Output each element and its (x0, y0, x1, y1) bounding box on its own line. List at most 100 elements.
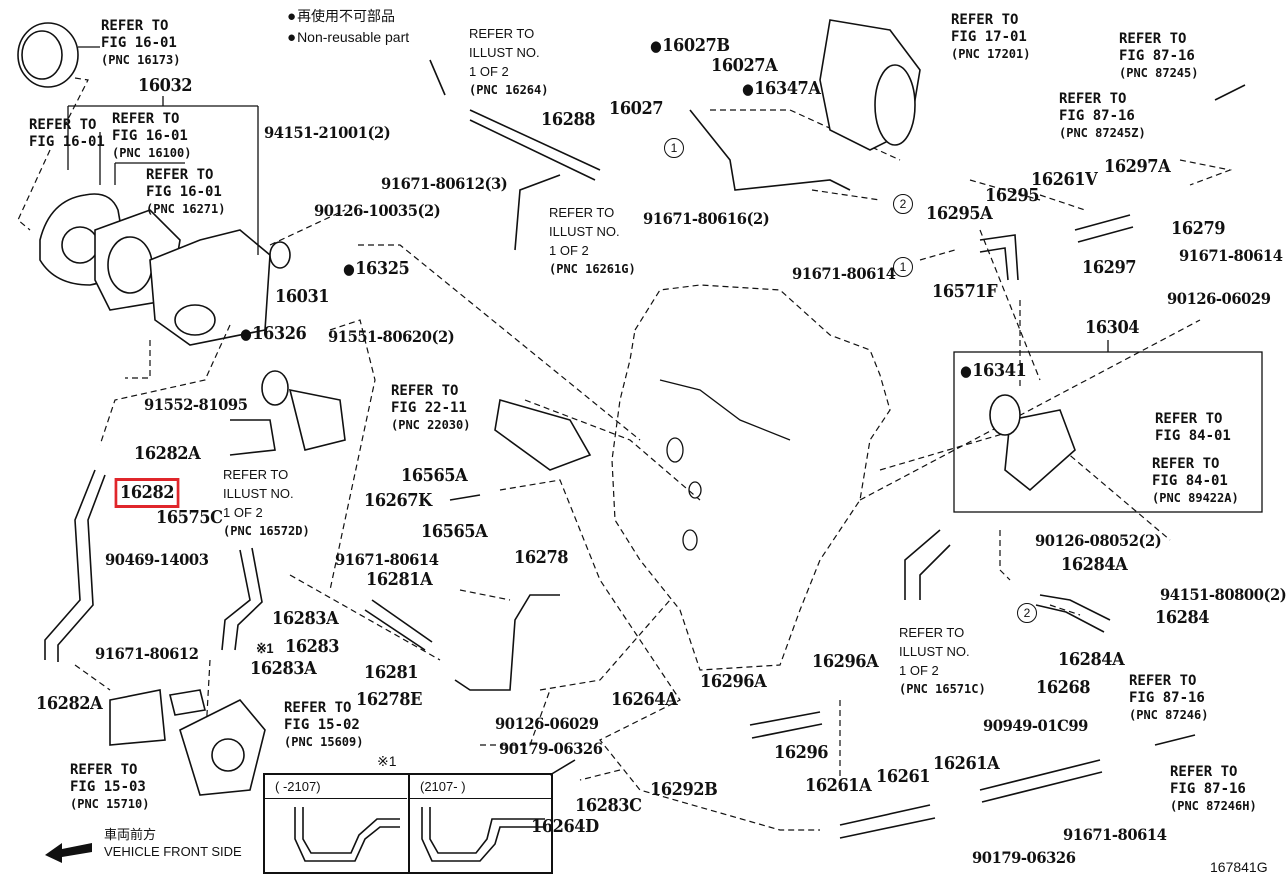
part-16347a[interactable]: 16347A (742, 80, 821, 98)
hose-variant-old-drawing (294, 807, 400, 862)
part-91671-80614-middle[interactable]: 91671-80614 (335, 550, 439, 569)
part-16261[interactable]: 16261 (876, 766, 931, 787)
part-16304[interactable]: 16304 (1085, 317, 1140, 338)
vehicle-front-label: 車両前方 VEHICLE FRONT SIDE (104, 827, 242, 859)
hose-87245 (1214, 84, 1246, 101)
part-16282a-upper[interactable]: 16282A (134, 443, 201, 464)
part-16571f[interactable]: 16571F (932, 281, 998, 302)
hose-16264D (549, 759, 576, 776)
part-16296[interactable]: 16296 (774, 742, 829, 763)
part-16283a-lower[interactable]: 16283A (250, 658, 317, 679)
legend-en: Non-reusable part (287, 27, 409, 48)
part-16295[interactable]: 16295 (985, 185, 1040, 206)
part-16284a-upper[interactable]: 16284A (1061, 554, 1128, 575)
part-91671-80612-x3[interactable]: 91671-80612(3) (381, 174, 508, 193)
part-16296a-lower[interactable]: 16296A (700, 671, 767, 692)
bypass-pipe-16268 (979, 759, 1101, 791)
part-90126-06029-right[interactable]: 90126-06029 (1167, 289, 1271, 308)
water-inlet-housing-16304 (1004, 409, 1076, 492)
part-16264d[interactable]: 16264D (531, 816, 599, 837)
part-90179-06326-left[interactable]: 90179-06326 (499, 739, 603, 758)
part-90469-14003[interactable]: 90469-14003 (105, 550, 209, 569)
part-94151-80800[interactable]: 94151-80800(2) (1160, 585, 1286, 604)
part-16288[interactable]: 16288 (541, 109, 596, 130)
part-16284[interactable]: 16284 (1155, 607, 1210, 628)
part-16032[interactable]: 16032 (138, 75, 193, 96)
part-16268[interactable]: 16268 (1036, 677, 1091, 698)
hose-variant-inset: ( -2107) (2107- ) (263, 773, 553, 874)
part-90126-10035[interactable]: 90126-10035(2) (314, 201, 441, 220)
part-16341[interactable]: 16341 (960, 362, 1027, 380)
connector-1-lower: 1 (893, 257, 913, 277)
part-16284a-lower[interactable]: 16284A (1058, 649, 1125, 670)
part-90949-01c99[interactable]: 90949-01C99 (983, 716, 1088, 735)
egr-cooler-drawing (494, 398, 592, 471)
part-16027[interactable]: 16027 (609, 98, 664, 119)
part-90179-06326-right[interactable]: 90179-06326 (972, 848, 1076, 867)
part-16261v[interactable]: 16261V (1031, 169, 1098, 190)
hose-87246 (1154, 734, 1196, 746)
part-94151-21001[interactable]: 94151-21001(2) (264, 123, 391, 142)
pipe-16288 (469, 109, 601, 171)
part-91671-80612[interactable]: 91671-80612 (95, 644, 199, 663)
part-16295a[interactable]: 16295A (926, 203, 993, 224)
part-16565a-upper[interactable]: 16565A (401, 465, 468, 486)
part-91552-81095[interactable]: 91552-81095 (144, 395, 248, 414)
part-16278[interactable]: 16278 (514, 547, 569, 568)
part-91671-80614-right[interactable]: 91671-80614 (1179, 246, 1283, 265)
figure-code: 167841G (1210, 859, 1268, 875)
part-16027b[interactable]: 16027B (650, 37, 730, 55)
part-16296a-upper[interactable]: 16296A (812, 651, 879, 672)
part-16261a-left[interactable]: 16261A (805, 775, 872, 796)
part-16027a[interactable]: 16027A (711, 55, 778, 76)
part-16267k[interactable]: 16267K (364, 490, 432, 511)
part-16282a-lower[interactable]: 16282A (36, 693, 103, 714)
part-91671-80614-upper[interactable]: 91671-80614 (792, 264, 896, 283)
part-16278e[interactable]: 16278E (356, 689, 423, 710)
part-16325[interactable]: 16325 (343, 260, 410, 278)
part-16326[interactable]: 16326 (240, 325, 307, 343)
part-16264a[interactable]: 16264A (611, 689, 678, 710)
part-16282-highlighted[interactable]: 16282 (114, 478, 180, 508)
part-16283c[interactable]: 16283C (575, 795, 642, 816)
part-16575c[interactable]: 16575C (156, 507, 223, 528)
part-16279[interactable]: 16279 (1171, 218, 1226, 239)
part-91671-80614-lower[interactable]: 91671-80614 (1063, 825, 1167, 844)
hose-16284 (1039, 594, 1111, 621)
part-16261a-right[interactable]: 16261A (933, 753, 1000, 774)
part-16281a[interactable]: 16281A (366, 569, 433, 590)
hose-variant-new-drawing (421, 807, 545, 862)
part-16297[interactable]: 16297 (1082, 257, 1137, 278)
part-16565a-lower[interactable]: 16565A (421, 521, 488, 542)
part-91551-80620[interactable]: 91551-80620(2) (328, 327, 455, 346)
part-16283a-upper[interactable]: 16283A (272, 608, 339, 629)
part-16283[interactable]: 16283 (285, 636, 340, 657)
part-16297a[interactable]: 16297A (1104, 156, 1171, 177)
part-90126-08052[interactable]: 90126-08052(2) (1035, 531, 1162, 550)
part-16031[interactable]: 16031 (275, 286, 330, 307)
part-16292b[interactable]: 16292B (650, 779, 718, 800)
part-90126-06029-lower[interactable]: 90126-06029 (495, 714, 599, 733)
part-16281[interactable]: 16281 (364, 662, 419, 683)
hose-16261 (839, 804, 931, 826)
part-91671-80616[interactable]: 91671-80616(2) (643, 209, 770, 228)
connector-2-upper: 2 (893, 194, 913, 214)
